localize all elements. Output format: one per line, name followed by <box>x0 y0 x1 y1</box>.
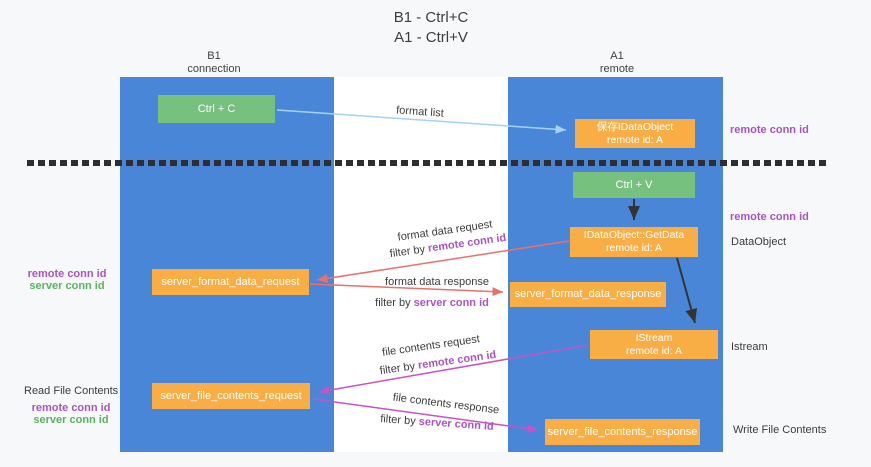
column-a1-name: A1 <box>610 50 624 62</box>
node-server-file-contents-request: server_file_contents_request <box>152 383 310 409</box>
diagram-title: B1 - Ctrl+C A1 - Ctrl+V <box>0 8 862 48</box>
label-format-data-response: format data response <box>385 276 489 288</box>
column-b1-name: B1 <box>207 50 221 62</box>
node-getdata-line1: IDataObject::GetData <box>583 229 685 241</box>
left-server-conn-id-2: server conn id <box>33 414 109 426</box>
right-remote-conn-id-2: remote conn id <box>730 211 809 223</box>
right-istream-label: Istream <box>731 341 768 353</box>
left-conn-id-group-2: remote conn id server conn id <box>16 402 126 426</box>
node-save-idataobject-line2: remote id: A <box>606 133 664 146</box>
node-istream-line1: IStream <box>635 331 673 344</box>
node-server-file-contents-request-label: server_file_contents_request <box>160 389 302 402</box>
node-save-idataobject: 保存IDataObject remote id: A <box>575 119 695 148</box>
node-istream: IStream remote id: A <box>590 330 718 359</box>
node-server-format-data-request-label: server_format_data_request <box>161 275 300 288</box>
column-header-a1: A1 remote <box>547 50 687 76</box>
node-server-file-contents-response: server_file_contents_response <box>545 419 700 445</box>
label-filter-server-1: filter by server conn id <box>375 297 489 309</box>
column-header-b1: B1 connection <box>144 50 284 76</box>
left-conn-id-group-1: remote conn id server conn id <box>12 268 122 292</box>
column-b1-subtitle: connection <box>187 63 241 75</box>
left-remote-conn-id-1: remote conn id <box>27 268 107 280</box>
node-getdata-line2: remote id: A <box>605 242 663 254</box>
node-server-format-data-response-label: server_format_data_response <box>514 288 662 300</box>
node-ctrl-c-label: Ctrl + C <box>197 102 236 115</box>
left-remote-conn-id-2: remote conn id <box>31 402 111 414</box>
node-idataobject-getdata: IDataObject::GetData remote id: A <box>570 227 698 257</box>
node-server-file-contents-response-label: server_file_contents_response <box>547 425 698 438</box>
node-server-format-data-response: server_format_data_response <box>510 282 666 307</box>
left-read-file-contents-label: Read File Contents <box>24 385 119 397</box>
left-server-conn-id-1: server conn id <box>29 280 105 292</box>
right-remote-conn-id-1: remote conn id <box>730 124 809 136</box>
right-dataobject-label: DataObject <box>731 236 787 248</box>
title-line-b1: B1 - Ctrl+C <box>393 9 469 26</box>
node-save-idataobject-line1: 保存IDataObject <box>596 120 674 133</box>
node-istream-line2: remote id: A <box>625 344 683 357</box>
filter-by-text-2: filter by <box>375 297 414 309</box>
node-ctrl-v: Ctrl + V <box>573 172 695 198</box>
node-ctrl-v-label: Ctrl + V <box>615 178 653 191</box>
right-write-file-contents-label: Write File Contents <box>733 424 827 436</box>
title-line-a1: A1 - Ctrl+V <box>394 29 468 46</box>
node-ctrl-c: Ctrl + C <box>158 95 275 123</box>
dashed-separator-line <box>27 160 830 166</box>
column-a1-subtitle: remote <box>599 63 635 75</box>
server-conn-id-text-1: server conn id <box>413 297 489 309</box>
node-server-format-data-request: server_format_data_request <box>152 269 309 295</box>
